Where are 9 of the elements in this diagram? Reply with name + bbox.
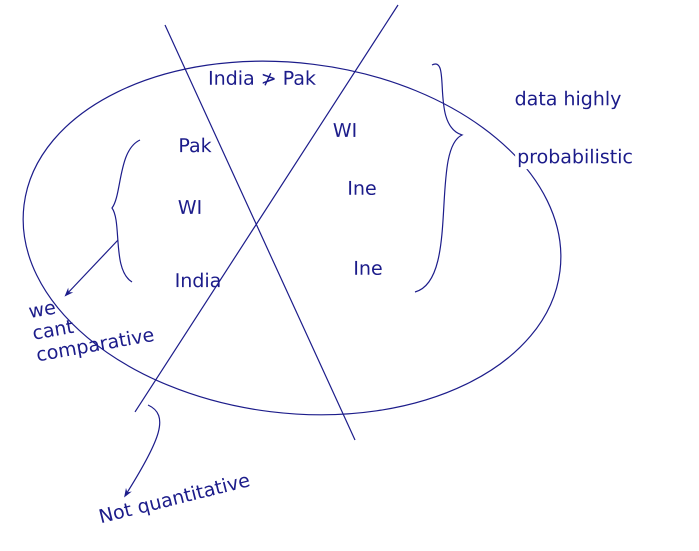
handwritten-text: Pak <box>180 138 212 152</box>
handwritten-text: probabilistic <box>515 146 635 170</box>
handwritten-text: WI <box>178 200 200 214</box>
handwritten-text: WI <box>333 123 356 137</box>
handwritten-text: Ine <box>349 180 376 196</box>
handwritten-text: data highly <box>512 88 624 112</box>
handwritten-text: Ine <box>355 260 382 276</box>
handwritten-text: India ≯ Pak <box>210 70 316 86</box>
handwritten-text: India <box>176 272 220 288</box>
